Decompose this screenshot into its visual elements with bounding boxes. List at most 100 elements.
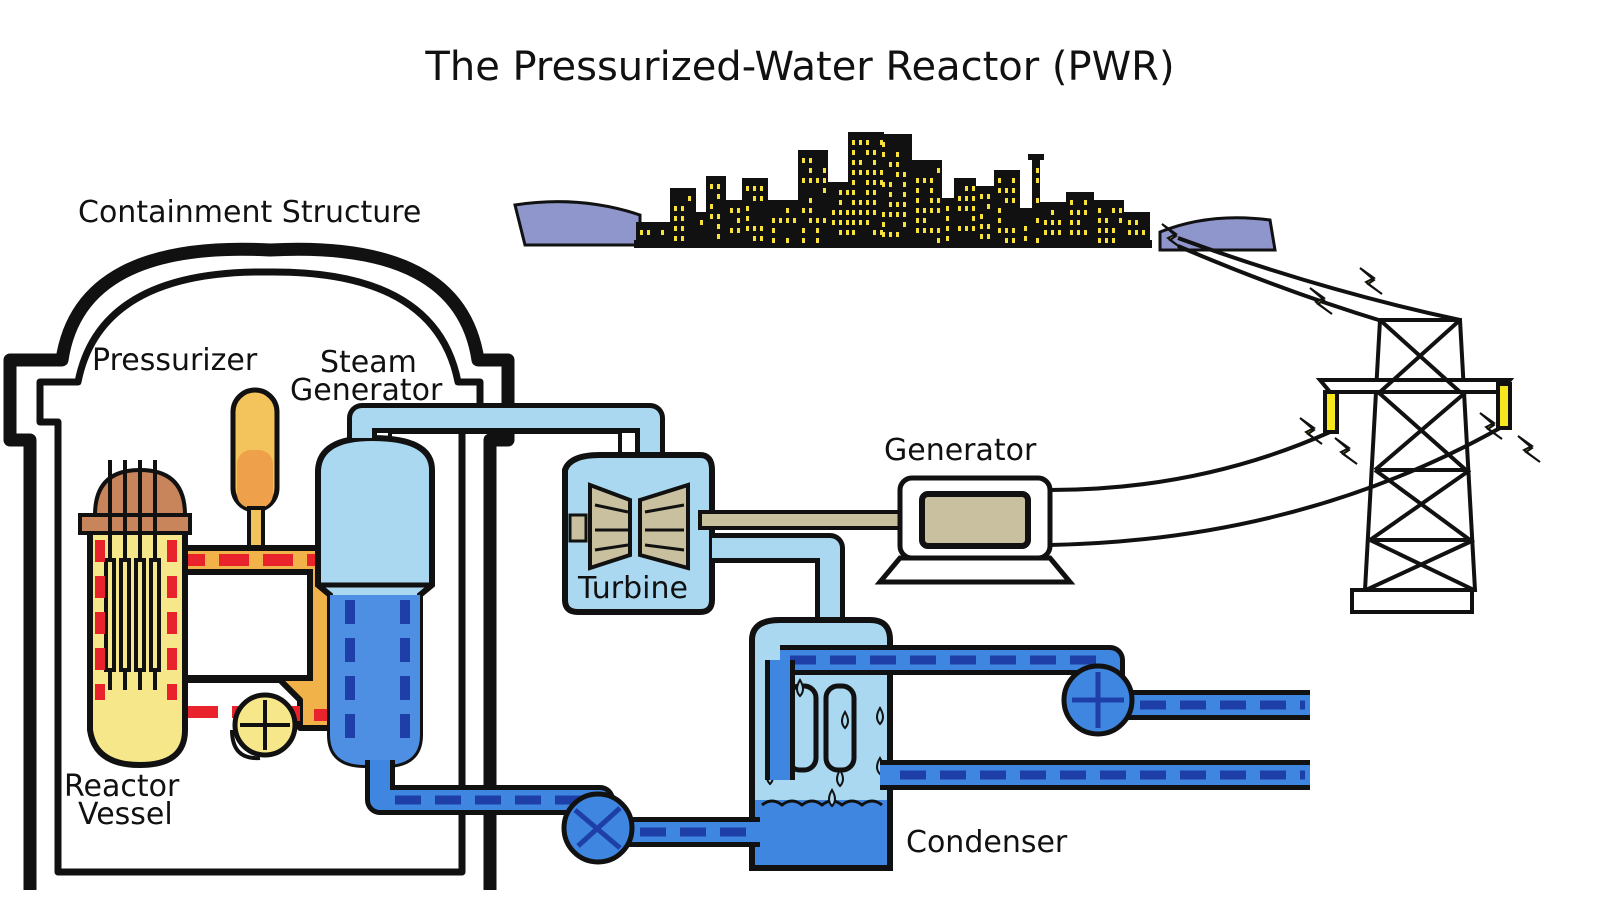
window-light xyxy=(859,220,862,225)
window-light xyxy=(717,184,720,189)
window-light xyxy=(823,168,826,173)
city-skyline xyxy=(513,132,1277,252)
window-light xyxy=(852,210,855,215)
window-light xyxy=(802,178,805,183)
window-light xyxy=(688,196,691,201)
spark xyxy=(1161,223,1185,251)
window-light xyxy=(930,188,933,193)
window-light xyxy=(823,188,826,193)
window-light xyxy=(802,238,805,243)
window-light xyxy=(786,218,789,223)
window-light xyxy=(916,218,919,223)
window-light xyxy=(937,198,940,203)
fuel-rod xyxy=(119,558,131,672)
window-light xyxy=(1084,210,1087,215)
fuel-rod xyxy=(134,558,146,672)
window-light xyxy=(896,152,899,157)
label-containment-structure: Containment Structure xyxy=(78,195,421,230)
window-light xyxy=(1005,228,1008,233)
window-light xyxy=(937,168,940,173)
window-light xyxy=(998,208,1001,213)
window-light xyxy=(958,226,961,231)
window-light xyxy=(760,226,763,231)
window-light xyxy=(1105,218,1108,223)
window-light xyxy=(987,194,990,199)
electric-sparks xyxy=(1161,223,1541,465)
window-light xyxy=(753,226,756,231)
window-light xyxy=(832,220,835,225)
spark xyxy=(1334,437,1358,465)
window-light xyxy=(1024,236,1027,241)
window-light xyxy=(873,210,876,215)
window-light xyxy=(946,226,949,231)
window-light xyxy=(1128,220,1131,225)
diagram-title: The Pressurized-Water Reactor (PWR) xyxy=(424,44,1174,90)
window-light xyxy=(889,212,892,217)
window-light xyxy=(1098,228,1101,233)
spark xyxy=(1359,267,1383,295)
window-light xyxy=(1036,178,1039,183)
window-light xyxy=(674,236,677,241)
window-light xyxy=(839,190,842,195)
window-light xyxy=(903,212,906,217)
window-light xyxy=(1005,238,1008,243)
window-light xyxy=(674,206,677,211)
window-light xyxy=(930,178,933,183)
window-light xyxy=(916,188,919,193)
window-light xyxy=(1128,230,1131,235)
window-light xyxy=(823,178,826,183)
window-light xyxy=(753,196,756,201)
window-light xyxy=(1044,220,1047,225)
spark xyxy=(1309,287,1333,315)
window-light xyxy=(930,198,933,203)
window-light xyxy=(730,228,733,233)
window-light xyxy=(760,236,763,241)
window-light xyxy=(852,200,855,205)
window-light xyxy=(681,226,684,231)
window-light xyxy=(866,190,869,195)
window-light xyxy=(1135,230,1138,235)
window-light xyxy=(937,228,940,233)
water-drop xyxy=(796,678,804,698)
window-light xyxy=(882,182,885,187)
building xyxy=(942,198,954,246)
window-light xyxy=(832,210,835,215)
window-light xyxy=(802,158,805,163)
window-light xyxy=(1098,218,1101,223)
window-light xyxy=(882,222,885,227)
window-light xyxy=(889,182,892,187)
window-light xyxy=(880,230,883,235)
window-light xyxy=(839,220,842,225)
window-light xyxy=(987,224,990,229)
window-light xyxy=(772,228,775,233)
window-light xyxy=(930,228,933,233)
window-light xyxy=(965,186,968,191)
window-light xyxy=(903,192,906,197)
window-light xyxy=(681,216,684,221)
window-light xyxy=(889,162,892,167)
window-light xyxy=(1077,210,1080,215)
window-light xyxy=(839,210,842,215)
window-light xyxy=(1070,220,1073,225)
window-light xyxy=(717,224,720,229)
window-light xyxy=(809,218,812,223)
window-light xyxy=(1119,208,1122,213)
window-light xyxy=(852,150,855,155)
window-light xyxy=(1051,210,1054,215)
window-light xyxy=(873,170,876,175)
label-reactor: Reactor xyxy=(64,769,180,804)
window-light xyxy=(1077,230,1080,235)
feedwater-line xyxy=(365,760,760,865)
window-light xyxy=(802,208,805,213)
window-light xyxy=(647,230,650,235)
water-drop xyxy=(876,706,884,726)
buildings xyxy=(634,132,1152,248)
building xyxy=(976,186,994,246)
fuel-rod xyxy=(104,558,116,672)
generator xyxy=(874,475,1076,585)
window-light xyxy=(760,196,763,201)
transmission-tower xyxy=(1049,236,1515,614)
exhaust-line xyxy=(712,533,845,630)
window-light xyxy=(809,208,812,213)
window-light xyxy=(873,150,876,155)
